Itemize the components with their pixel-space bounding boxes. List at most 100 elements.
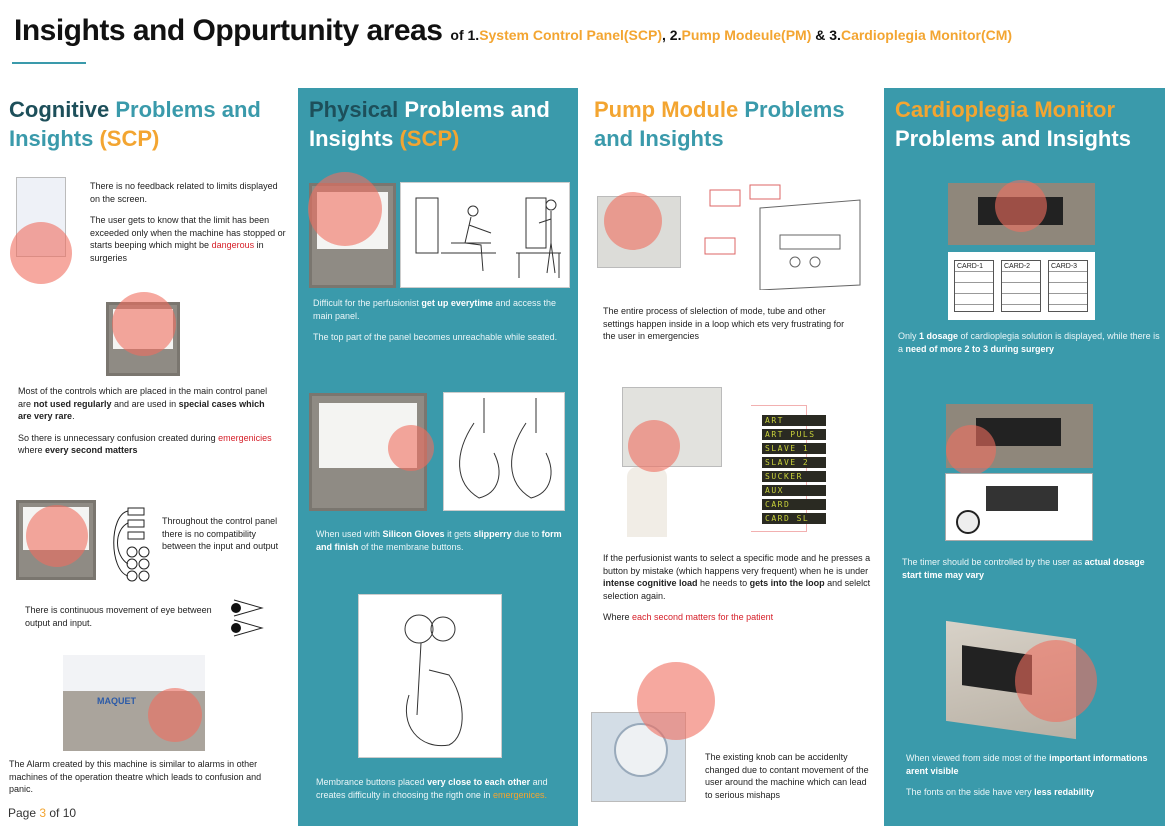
- emphasis-text: every second matters: [45, 445, 138, 455]
- highlight-circle: [388, 425, 434, 471]
- body-text: and creates difficulty in choosing the r…: [316, 777, 548, 800]
- body-text: The entire process of slelection of mode…: [603, 306, 845, 341]
- body-text: Membrance buttons placed: [316, 777, 428, 787]
- paragraph: Membrance buttons placed very close to e…: [316, 776, 566, 801]
- highlight-text: emergenices.: [492, 789, 547, 800]
- paragraph: There is continuous movement of eye betw…: [25, 604, 220, 629]
- page-current: 3: [39, 806, 47, 820]
- highlight-text: dangerous: [211, 240, 255, 250]
- lcd-mode-item: SLAVE 2: [762, 457, 826, 468]
- emphasis-text: less redability: [1034, 787, 1095, 797]
- highlight-circle: [628, 420, 680, 472]
- highlight-circle: [26, 505, 88, 567]
- highlight-circle: [1015, 640, 1097, 722]
- emphasis-text: important informations arent visible: [906, 753, 1148, 776]
- body-text: There is no feedback related to limits d…: [90, 181, 278, 204]
- dosage-card: CARD-2: [1001, 260, 1041, 312]
- gloved-fingers-sketch: [443, 392, 565, 511]
- highlight-circle: [995, 180, 1047, 232]
- page-title: Insights and Oppurtunity areas of 1.Syste…: [14, 14, 1012, 48]
- body-text: Throughout the control panel there is no…: [162, 516, 279, 551]
- paragraph: The Alarm created by this machine is sim…: [9, 758, 279, 796]
- body-text: If the perfusionist wants to select a sp…: [603, 553, 871, 576]
- body-text: where: [18, 445, 46, 455]
- paragraph: So there is unnecessary confusion create…: [18, 432, 280, 457]
- body-text: The timer should be controlled by the us…: [902, 557, 1085, 567]
- text-block: There is no feedback related to limits d…: [90, 180, 290, 273]
- dosage-card: CARD-3: [1048, 260, 1088, 312]
- paragraph: The fonts on the side have very less red…: [906, 786, 1158, 799]
- paragraph: The entire process of slelection of mode…: [603, 305, 848, 343]
- body-text: and are used in: [111, 398, 179, 409]
- body-text: Difficult for the perfusionist: [313, 298, 422, 308]
- paragraph: Most of the controls which are placed in…: [18, 385, 280, 423]
- highlight-text: each second matters for the patient: [632, 612, 774, 622]
- emphasis-text: gets into the loop: [749, 578, 825, 588]
- title-subtitle: of 1.System Control Panel(SCP), 2.Pump M…: [450, 27, 1012, 43]
- highlight-text: emergenicies: [218, 432, 272, 443]
- heading-part: Insights: [309, 126, 400, 151]
- maquet-logo: MAQUET: [97, 696, 136, 706]
- title-cm: Cardioplegia Monitor(CM): [840, 27, 1013, 43]
- redesign-timer-sketch: [945, 473, 1093, 541]
- page-number: Page 3 of 10: [8, 806, 76, 820]
- paragraph: The top part of the panel becomes unreac…: [313, 331, 568, 344]
- text-block: Most of the controls which are placed in…: [18, 385, 280, 466]
- text-block: When viewed from side most of the import…: [906, 752, 1158, 808]
- title-scp: System Control Panel(SCP): [479, 27, 663, 43]
- title-of: of 1.: [450, 27, 480, 43]
- highlight-circle: [946, 425, 996, 475]
- text-block: Membrance buttons placed very close to e…: [316, 776, 566, 810]
- paragraph: When viewed from side most of the import…: [906, 752, 1158, 777]
- title-underline: [12, 62, 86, 64]
- loop-arrow: [751, 405, 807, 532]
- emphasis-text: form and finish: [316, 529, 562, 552]
- emphasis-text: slipperry: [473, 529, 512, 539]
- page-prefix: Page: [8, 806, 40, 820]
- highlight-circle: [308, 172, 382, 246]
- heading-part: Cardioplegia Monitor: [895, 97, 1115, 122]
- emphasis-text: not used regularly: [33, 398, 112, 409]
- emphasis-text: need of more 2 to 3 during surgery: [905, 343, 1055, 354]
- body-text: and access the main panel.: [313, 298, 556, 321]
- body-text: The user gets to know that the limit has…: [90, 215, 286, 250]
- highlight-circle: [10, 222, 72, 284]
- body-text: The top part of the panel becomes unreac…: [313, 332, 558, 342]
- body-text: When used with: [316, 529, 383, 539]
- paragraph: The timer should be controlled by the us…: [902, 556, 1160, 581]
- title-pm: Pump Modeule(PM): [681, 27, 812, 43]
- emphasis-text: actual dosage start time may vary: [902, 557, 1145, 580]
- lcd-mode-item: SUCKER: [762, 471, 826, 482]
- text-block: There is continuous movement of eye betw…: [25, 604, 220, 638]
- lcd-mode-item: ART PULS: [762, 429, 826, 440]
- body-text: he needs to: [697, 578, 750, 588]
- emphasis-text: 1 dosage: [919, 331, 959, 341]
- highlight-circle: [148, 688, 202, 742]
- body-text: The fonts on the side have very: [906, 787, 1035, 797]
- heading-part: Cognitive: [9, 97, 110, 122]
- paragraph: Difficult for the perfusionist get up ev…: [313, 297, 568, 322]
- text-block: The existing knob can be accidenlty chan…: [705, 751, 875, 810]
- title-main: Insights and Oppurtunity areas: [14, 14, 443, 47]
- body-text: There is continuous movement of eye betw…: [25, 605, 212, 628]
- highlight-circle: [604, 192, 662, 250]
- lcd-mode-item: SLAVE 1: [762, 443, 826, 454]
- body-text: Most of the controls which are placed in…: [18, 386, 268, 409]
- body-text: of the membrane buttons.: [358, 541, 464, 552]
- highlight-circle: [637, 662, 715, 740]
- timer-knob-icon[interactable]: [956, 510, 980, 534]
- paragraph: The user gets to know that the limit has…: [90, 214, 290, 264]
- body-text: The Alarm created by this machine is sim…: [9, 759, 262, 794]
- body-text: Only: [898, 331, 920, 341]
- loop-flow-sketch: [700, 180, 865, 291]
- text-block: The entire process of slelection of mode…: [603, 305, 848, 352]
- text-block: Difficult for the perfusionist get up ev…: [313, 297, 568, 353]
- lcd-mode-item: CARD: [762, 499, 826, 510]
- seated-user-sketch: [400, 182, 570, 288]
- mapping-sketch: [104, 500, 152, 582]
- body-text: When viewed from side most of the: [906, 753, 1050, 763]
